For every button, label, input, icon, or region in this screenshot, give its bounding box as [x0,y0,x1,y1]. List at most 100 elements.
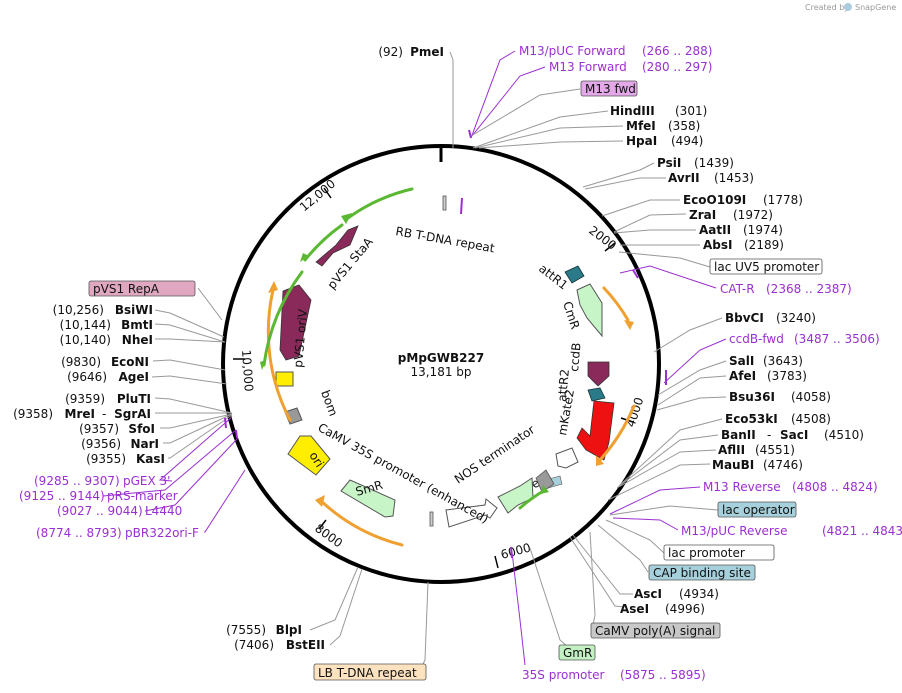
primer-range: (9285 .. 9307) [34,474,120,488]
credit-brand: SnapGene [855,3,896,12]
tick-6000: 6000 [499,540,532,561]
pvs1-oriv-arrow [279,284,312,361]
enzyme-name: AgeI [119,370,149,384]
enzyme-separator: - [102,407,106,421]
tick-2000: 2000 [586,223,619,253]
enzyme-pos: (358) [668,119,700,133]
enzyme-pos: (4058) [791,390,831,404]
attr2-marker [587,387,606,402]
enzyme-name: BstEII [286,638,325,652]
primer-name: M13 Reverse [703,480,781,494]
enzyme-name: PmeI [410,45,444,59]
label-m13-fwd: M13 fwd [585,82,636,96]
label-rb-tdna-repeat: RB T-DNA repeat [394,224,495,255]
label-gmr: GmR [563,646,592,660]
enzyme-pos: (10,140) [60,333,111,347]
primer-name: pGEX 3' [123,474,170,488]
enzyme-name: BanII [721,428,756,442]
enzyme-name: AscI [634,587,662,601]
enzyme-name-2: SacI [780,428,808,442]
label-lb-tdna-repeat: LB T-DNA repeat [318,666,417,680]
primer-range: (280 .. 297) [642,60,712,74]
enzyme-pos: (10,144) [60,318,111,332]
enzyme-separator: - [767,428,771,442]
enzyme-name: PluTI [117,392,151,406]
box-camv-polya-signal [590,622,721,639]
enzyme-name: NheI [122,333,153,347]
enzyme-pos: (1972) [733,208,773,222]
ccdb-arrow [587,361,610,387]
enzyme-name: AflII [718,443,745,457]
enzyme-name: EcoNI [111,355,149,369]
enzyme-pos: (1778) [763,193,803,207]
primer-name: M13/pUC Reverse [681,524,788,538]
primer-range: (2368 .. 2387) [766,282,852,296]
mkate2-arrow [576,400,615,461]
enzyme-name-2: SgrAI [114,407,151,421]
enzyme-name: MfeI [626,119,656,133]
enzyme-name: KasI [136,452,165,466]
cmr-arrow [576,283,603,338]
enzyme-name: AatII [699,223,731,237]
plasmid-name: pMpGWB227 [398,351,484,365]
enzyme-labels-left: (92) PmeI (10,256) BsiWI (10,144) BmtI (… [13,45,444,652]
label-lac-uv5-promoter: lac UV5 promoter [714,260,819,274]
nos-terminator-arrow [555,447,579,469]
primer-leader-lines [102,50,727,666]
enzyme-pos: (3643) [763,354,803,368]
enzyme-name: Eco53kI [725,412,778,426]
label-cap-binding-site: CAP binding site [653,566,751,580]
label-bom: bom [318,388,340,418]
primer-range: (5875 .. 5895) [620,668,706,682]
plasmid-size: 13,181 bp [410,365,471,379]
primer-name: M13/pUC Forward [519,44,626,58]
attr1-marker [564,265,585,284]
feature-arcs [262,187,636,547]
primer-range: (4808 .. 4824) [792,480,878,494]
label-attr1: attR1 [536,261,570,292]
enzyme-pos: (9357) [79,422,119,436]
enzyme-pos: (7555) [226,623,266,637]
primer-name: L4440 [145,504,182,518]
ori-arrow [287,435,331,476]
enzyme-name: AfeI [729,369,756,383]
enzyme-pos: (4934) [679,587,719,601]
enzyme-pos: (4996) [665,602,705,616]
enzyme-name: AvrII [668,171,700,185]
primer-name: 35S promoter [522,668,604,682]
snapgene-logo-icon [844,3,852,11]
primer-markers [224,129,667,559]
enzyme-name: MreI [65,407,95,421]
enzyme-name: BbvCI [725,311,764,325]
enzyme-name: AseI [620,602,649,616]
lb-tdna-marker [429,511,434,527]
label-camv-polya-signal: CaMV poly(A) signal [595,624,715,638]
enzyme-pos: (301) [675,104,707,118]
enzyme-name: ZraI [689,208,716,222]
primer-range: (3487 .. 3506) [794,332,880,346]
label-cmr: CmR [560,300,582,331]
primer-name: M13 Forward [549,60,627,74]
primer-labels: M13/pUC Forward (266 .. 288) M13 Forward… [19,44,902,682]
enzyme-name: AbsI [703,238,732,252]
primer-range: (266 .. 288) [642,44,712,58]
arc-arrowheads [260,213,634,507]
smr-arrow [340,479,396,518]
box-lb-tdna-repeat [313,663,427,681]
box-lac-promoter [663,544,775,561]
enzyme-pos: (4746) [763,458,803,472]
camv-35s-promoter-arrow [445,498,498,528]
label-lac-promoter: lac promoter [668,546,745,560]
tick-8000: 8000 [312,521,345,550]
enzyme-pos: (3240) [776,311,816,325]
enzyme-name: BmtI [121,318,153,332]
primer-range: (4821 .. 4843) [822,524,902,538]
pvs1-oriv-marker [275,371,294,387]
enzyme-pos: (9830) [61,355,101,369]
label-pvs1-oriv: pVS1 oriV [291,308,310,368]
enzyme-name: Bsu36I [729,390,775,404]
enzyme-pos: (3783) [767,369,807,383]
enzyme-name: MauBI [712,458,754,472]
enzyme-name: BsiWI [115,303,153,317]
